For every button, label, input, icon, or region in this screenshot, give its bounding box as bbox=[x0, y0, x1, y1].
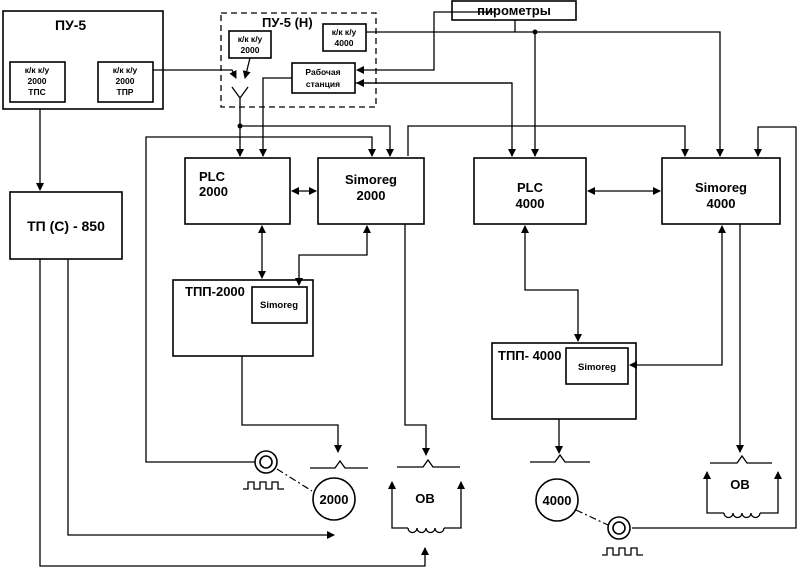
pu5-kk-tps-line3: ТПС bbox=[28, 87, 45, 97]
workstation-box bbox=[291, 62, 356, 94]
pu5-kk-tpr-line3: ТПР bbox=[117, 87, 134, 97]
pu5n-kk2000-box bbox=[228, 30, 272, 59]
pyrometers-label: пирометры bbox=[477, 3, 551, 18]
pu5-title: ПУ-5 bbox=[55, 17, 86, 33]
tpp2000-block: ТПП-2000 Simoreg bbox=[172, 279, 314, 357]
tp-s-850-label: ТП (С) - 850 bbox=[27, 218, 105, 234]
plc2000-block: PLC 2000 bbox=[184, 157, 291, 225]
motor-4000-label: 4000 bbox=[543, 493, 572, 508]
plc4000-line1: PLC bbox=[517, 180, 544, 195]
pu5n-kk2000-line1: к/к к/у bbox=[238, 34, 263, 44]
pyrometers-block: пирометры bbox=[451, 0, 577, 21]
plc2000-line1: PLC bbox=[199, 169, 226, 184]
tpp4000-simoreg-box bbox=[565, 347, 629, 385]
simoreg2000-line2: 2000 bbox=[357, 188, 386, 203]
simoreg2000-block: Simoreg 2000 bbox=[317, 157, 425, 225]
tp-s-850-block: ТП (С) - 850 bbox=[9, 191, 123, 260]
motor-4000: 4000 bbox=[535, 478, 579, 522]
ov-right-label: ОВ bbox=[730, 477, 750, 492]
pu5n-kk2000-line2: 2000 bbox=[241, 45, 260, 55]
simoreg4000-line2: 4000 bbox=[707, 196, 736, 211]
pu5-kk-tps-line1: к/к к/у bbox=[25, 65, 50, 75]
pu5-kk-tps-box bbox=[9, 61, 66, 103]
motor-2000-label: 2000 bbox=[320, 492, 349, 507]
simoreg2000-line1: Simoreg bbox=[345, 172, 397, 187]
plc4000-block: PLC 4000 bbox=[473, 157, 587, 225]
motor-2000: 2000 bbox=[312, 477, 356, 521]
pu5-kk-tps-line2: 2000 bbox=[28, 76, 47, 86]
tpp2000-title: ТПП-2000 bbox=[185, 284, 245, 299]
tpp2000-simoreg-label: Simoreg bbox=[260, 300, 298, 311]
pu5n-panel: ПУ-5 (Н) к/к к/у 2000 к/к к/у 4000 Рабоч… bbox=[220, 12, 377, 108]
pu5n-kk4000-box bbox=[322, 23, 367, 52]
switch-2000 bbox=[310, 459, 368, 469]
workstation-line2: станция bbox=[306, 79, 340, 89]
pu5-kk-tpr-box bbox=[97, 61, 154, 103]
tpp2000-simoreg-box bbox=[251, 286, 308, 324]
wiring bbox=[36, 11, 797, 567]
pu5n-title: ПУ-5 (Н) bbox=[262, 15, 313, 30]
pu5-kk-tpr-line1: к/к к/у bbox=[113, 65, 138, 75]
workstation-line1: Рабочая bbox=[305, 67, 340, 77]
ov-left-label: ОВ bbox=[415, 491, 435, 506]
plc4000-line2: 4000 bbox=[516, 196, 545, 211]
pu5n-kk4000-line2: 4000 bbox=[335, 38, 354, 48]
field-winding-left: ОВ bbox=[388, 481, 465, 534]
switch-4000 bbox=[530, 453, 590, 463]
switch-ov-left bbox=[397, 458, 460, 468]
plc2000-line2: 2000 bbox=[199, 184, 228, 199]
pu5-kk-tpr-line2: 2000 bbox=[116, 76, 135, 86]
encoder-2000 bbox=[243, 450, 313, 492]
pu5-panel: ПУ-5 к/к к/у 2000 ТПС к/к к/у 2000 ТПР bbox=[2, 10, 164, 110]
simoreg4000-line1: Simoreg bbox=[695, 180, 747, 195]
field-winding-right: ОВ bbox=[703, 471, 782, 519]
tpp4000-simoreg-label: Simoreg bbox=[578, 362, 616, 373]
pu5n-kk4000-line1: к/к к/у bbox=[332, 27, 357, 37]
encoder-4000 bbox=[575, 509, 643, 556]
tpp4000-block: ТПП- 4000 Simoreg bbox=[491, 342, 637, 420]
switch-ov-right bbox=[710, 454, 772, 464]
simoreg4000-block: Simoreg 4000 bbox=[661, 157, 781, 225]
tpp4000-title: ТПП- 4000 bbox=[498, 348, 562, 363]
